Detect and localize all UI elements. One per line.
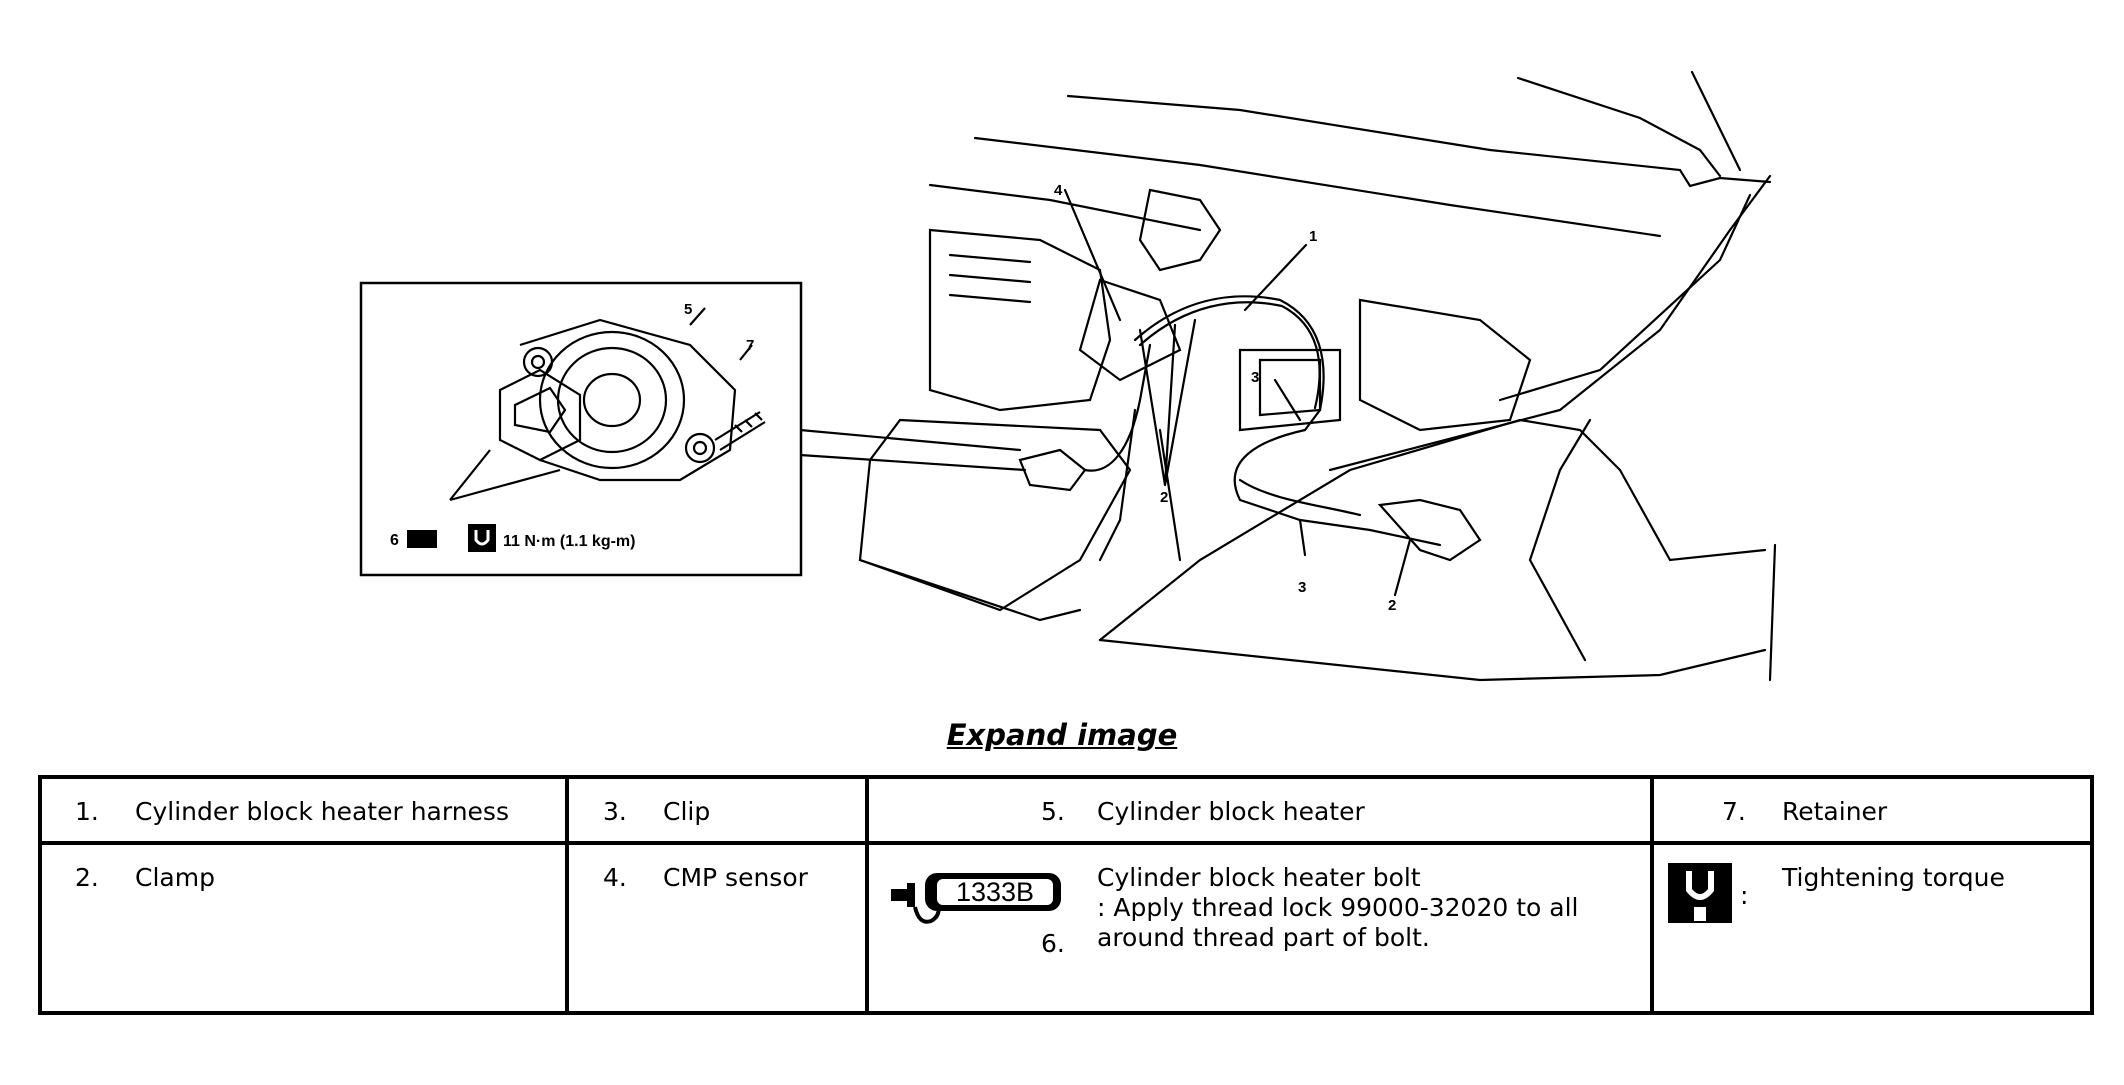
legend-label: Cylinder block heater bolt : Apply threa… — [1097, 863, 1579, 952]
inset-thread-lock-icon — [407, 530, 437, 548]
thread-lock-icon: 1333B — [887, 863, 1067, 935]
legend-table: 1. Cylinder block heater harness 3. Clip… — [38, 775, 2094, 1015]
legend-label: Cylinder block heater harness — [135, 797, 509, 826]
legend-label: Clip — [663, 797, 711, 826]
legend-cell: 2. Clamp — [38, 841, 569, 1015]
legend-label: CMP sensor — [663, 863, 808, 892]
torque-wrench-icon — [1668, 863, 1732, 929]
illustration: 6 11 N·m (1.1 kg-m) 1 2 2 3 3 4 5 7 — [359, 70, 1777, 682]
legend-number: 4. — [603, 863, 627, 892]
inset-bolt-tag: 6 — [390, 532, 399, 549]
legend-label: Retainer — [1782, 797, 1888, 826]
legend-label: Tightening torque — [1782, 863, 2005, 892]
legend-label: Cylinder block heater — [1097, 797, 1365, 826]
callout-2a: 2 — [1160, 489, 1168, 506]
legend-cell: 5. Cylinder block heater — [865, 775, 1654, 845]
legend-colon: : — [1740, 881, 1749, 910]
callout-4: 4 — [1054, 182, 1063, 199]
inset-torque-value: 11 N·m (1.1 kg-m) — [503, 533, 635, 550]
legend-row: 1. Cylinder block heater harness 3. Clip… — [38, 775, 2094, 845]
legend-number: 7. — [1722, 797, 1746, 826]
legend-number: 3. — [603, 797, 627, 826]
inset-torque-row: 6 11 N·m (1.1 kg-m) — [390, 524, 635, 552]
legend-number: 1. — [75, 797, 99, 826]
engine-bay-drawing: 6 11 N·m (1.1 kg-m) 1 2 2 3 3 4 5 7 — [359, 70, 1777, 682]
callout-7: 7 — [746, 337, 754, 354]
legend-label: Clamp — [135, 863, 215, 892]
legend-number: 5. — [1041, 797, 1065, 826]
expand-image-link[interactable]: Expand image — [946, 718, 1178, 752]
svg-text:1333B: 1333B — [956, 877, 1034, 907]
legend-number: 6. — [1041, 929, 1065, 958]
legend-number: 2. — [75, 863, 99, 892]
callout-3b: 3 — [1298, 579, 1306, 596]
callout-5: 5 — [684, 301, 692, 318]
legend-cell: : Tightening torque — [1650, 841, 2094, 1015]
legend-row: 2. Clamp 4. CMP sensor 1333B 6. Cylinder… — [38, 841, 2094, 1015]
legend-cell: 1333B 6. Cylinder block heater bolt : Ap… — [865, 841, 1654, 1015]
callout-1: 1 — [1309, 228, 1317, 245]
legend-cell: 7. Retainer — [1650, 775, 2094, 845]
legend-cell: 4. CMP sensor — [565, 841, 869, 1015]
legend-cell: 3. Clip — [565, 775, 869, 845]
inset-torque-icon — [468, 524, 496, 552]
callout-3a: 3 — [1251, 369, 1259, 386]
legend-cell: 1. Cylinder block heater harness — [38, 775, 569, 845]
callout-2b: 2 — [1388, 597, 1396, 614]
